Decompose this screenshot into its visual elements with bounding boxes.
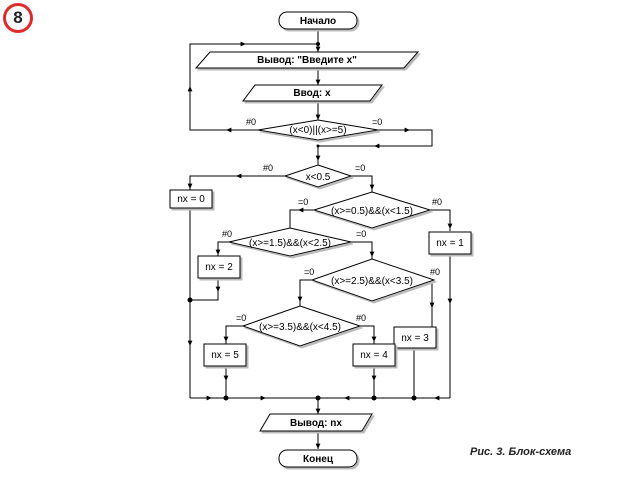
decision-lt05: x<0.5 (283, 164, 353, 188)
start-label: Начало (300, 16, 336, 27)
branch-label-lt05-true: #0 (263, 163, 273, 173)
decision-15-25-label: (x>=1.5)&&(x<2.5) (249, 238, 331, 249)
branch-label-3545-false: =0 (236, 313, 246, 323)
branch-label-0515-true: #0 (432, 197, 442, 207)
branch-labels: #0 =0 #0 =0 #0 =0 #0 =0 #0 =0 =0 #0 (222, 117, 442, 323)
start-terminator: Начало (278, 11, 358, 30)
branch-label-1525-true: #0 (222, 229, 232, 239)
process-nx4-label: nx = 4 (360, 350, 388, 361)
process-nx2: nx = 2 (197, 255, 241, 279)
branch-label-1525-false: =0 (356, 229, 366, 239)
decision-05-15: (x>=0.5)&&(x<1.5) (312, 191, 432, 229)
branch-label-0515-false: =0 (298, 197, 308, 207)
process-nx0: nx = 0 (169, 189, 213, 209)
decision-lt05-label: x<0.5 (306, 172, 331, 183)
decision-35-45-label: (x>=3.5)&&(x<4.5) (259, 322, 341, 333)
branch-label-range-false: =0 (372, 117, 382, 127)
process-nx4: nx = 4 (352, 343, 396, 367)
output-prompt-label: Вывод: "Введите x" (257, 55, 357, 66)
decision-range-label: (x<0)||(x>=5) (289, 125, 346, 136)
branch-label-3545-true: #0 (356, 313, 366, 323)
decision-35-45: (x>=3.5)&&(x<4.5) (241, 305, 362, 347)
decision-05-15-label: (x>=0.5)&&(x<1.5) (331, 206, 413, 217)
decision-25-35-label: (x>=2.5)&&(x<3.5) (331, 276, 413, 287)
input-x-block: Ввод: x (242, 84, 383, 102)
end-terminator: Конец (278, 449, 358, 468)
branch-label-range-true: #0 (246, 117, 256, 127)
end-label: Конец (303, 454, 334, 465)
process-nx1-label: nx = 1 (436, 238, 464, 249)
decision-25-35: (x>=2.5)&&(x<3.5) (310, 258, 436, 302)
branch-label-2535-true: #0 (430, 267, 440, 277)
branch-label-2535-false: =0 (304, 267, 314, 277)
decision-15-25: (x>=1.5)&&(x<2.5) (228, 227, 352, 257)
slide-number-badge: 8 (3, 3, 33, 33)
output-nx-label: Вывод: nx (290, 418, 342, 429)
process-nx5-label: nx = 5 (211, 350, 239, 361)
output-prompt-block: Вывод: "Введите x" (194, 51, 420, 69)
decision-range: (x<0)||(x>=5) (257, 119, 379, 141)
process-nx2-label: nx = 2 (205, 262, 233, 273)
input-x-label: Ввод: x (293, 88, 331, 99)
process-nx3: nx = 3 (393, 326, 437, 349)
figure-caption: Рис. 3. Блок-схема (470, 446, 572, 458)
process-nx1: nx = 1 (428, 231, 472, 255)
process-nx0-label: nx = 0 (177, 194, 205, 205)
process-nx3-label: nx = 3 (401, 333, 429, 344)
branch-label-lt05-false: =0 (355, 163, 365, 173)
process-nx5: nx = 5 (203, 343, 247, 367)
output-nx-block: Вывод: nx (259, 413, 373, 432)
junction-dots (187, 42, 417, 401)
